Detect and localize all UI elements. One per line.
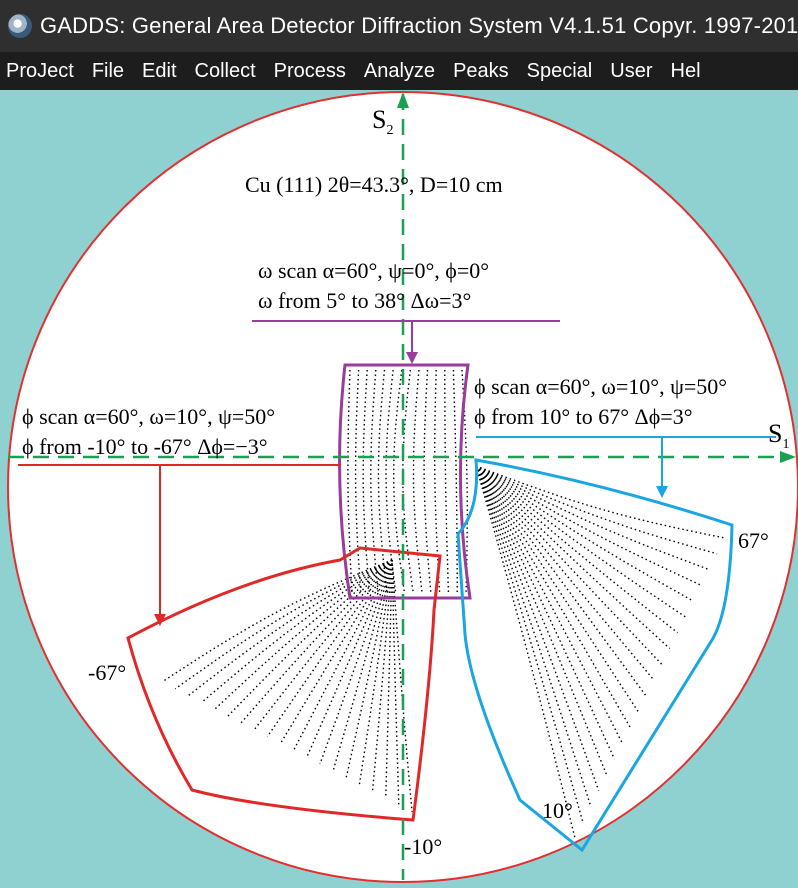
omega-arrow-icon (406, 352, 418, 364)
omega-scan-outline (338, 363, 472, 600)
frame-dot-line (434, 369, 441, 595)
frame-dot-line (475, 465, 576, 839)
phi-negative-outline (126, 546, 442, 822)
frame-dot-line (475, 465, 608, 776)
phi-positive-end-label: 67° (738, 528, 769, 553)
phi-negative-label-2: ϕ from -10° to -67° Δϕ=−3° (22, 434, 268, 459)
frame-dot-line (319, 559, 393, 765)
frame-dot-line (362, 369, 371, 595)
frame-dot-line (385, 559, 393, 799)
frame-dot-line (452, 369, 458, 594)
s2-axis-arrow-icon (397, 92, 409, 108)
frame-dot-line (354, 369, 362, 595)
frame-dot-line (253, 559, 393, 731)
frame-dot-line (475, 465, 631, 728)
menu-user[interactable]: User (610, 59, 653, 82)
frame-dot-line (475, 465, 718, 555)
frame-dot-line (475, 465, 726, 539)
frame-dot-line (332, 559, 393, 772)
phi-positive-start-label: 10° (542, 798, 573, 823)
s1-axis-arrow-icon (780, 451, 796, 463)
frame-dot-line (161, 559, 393, 683)
phi-negative-label-1: ϕ scan α=60°, ω=10°, ψ=50° (22, 404, 275, 429)
phi-positive-label-2: ϕ from 10° to 67° Δϕ=3° (474, 404, 693, 429)
window-title: GADDS: General Area Detector Diffraction… (40, 13, 798, 38)
frame-dot-line (423, 369, 432, 595)
phi-negative-start-label: -10° (404, 834, 442, 859)
phi-positive-arrow-icon (656, 486, 668, 498)
menu-special[interactable]: Special (526, 59, 593, 82)
omega-scan-label-1: ω scan α=60°, ψ=0°, ϕ=0° (258, 258, 489, 283)
menu-peaks[interactable]: Peaks (453, 59, 509, 82)
title-bar[interactable]: GADDS: General Area Detector Diffraction… (0, 0, 798, 52)
menu-process[interactable]: Process (273, 59, 346, 82)
frame-dot-line (475, 465, 686, 618)
phi-positive-outline (456, 458, 734, 853)
menu-help[interactable]: Hel (670, 59, 701, 82)
frame-dot-line (214, 559, 393, 710)
menu-collect[interactable]: Collect (194, 59, 256, 82)
frame-dot-line (347, 369, 353, 595)
detector-plot: S2 S1 Cu (111) 2θ=43.3°, D=10 cm ω scan … (7, 91, 798, 883)
menu-edit[interactable]: Edit (142, 59, 177, 82)
frame-dot-line (444, 370, 450, 595)
app-icon (8, 14, 32, 38)
omega-scan-label-2: ω from 5° to 38° Δω=3° (258, 288, 471, 313)
frame-dot-line (475, 465, 663, 665)
frame-dot-line (240, 559, 393, 724)
frame-dot-line (377, 369, 388, 595)
menu-bar: ProJect File Edit Collect Process Analyz… (0, 52, 798, 92)
frame-dot-line (371, 559, 393, 792)
menu-file[interactable]: File (91, 59, 125, 82)
frame-dot-line (475, 465, 584, 823)
measurement-header: Cu (111) 2θ=43.3°, D=10 cm (245, 172, 503, 197)
frame-dot-line (227, 559, 393, 717)
phi-negative-arrow-icon (154, 614, 166, 626)
frame-dot-line (370, 369, 379, 595)
menu-project[interactable]: ProJect (6, 59, 74, 82)
frame-dots (161, 369, 726, 839)
phi-negative-end-label: -67° (88, 660, 126, 685)
frame-dot-line (174, 559, 393, 690)
detector-canvas[interactable]: S2 S1 Cu (111) 2θ=43.3°, D=10 cm ω scan … (0, 90, 798, 888)
s2-axis-label: S2 (372, 105, 393, 138)
menu-analyze[interactable]: Analyze (363, 59, 436, 82)
frame-dot-line (306, 559, 393, 758)
frame-dot-line (391, 559, 400, 806)
phi-positive-label-1: ϕ scan α=60°, ω=10°, ψ=50° (474, 374, 727, 399)
frame-dot-line (412, 369, 423, 595)
s1-axis-label: S1 (768, 419, 789, 452)
